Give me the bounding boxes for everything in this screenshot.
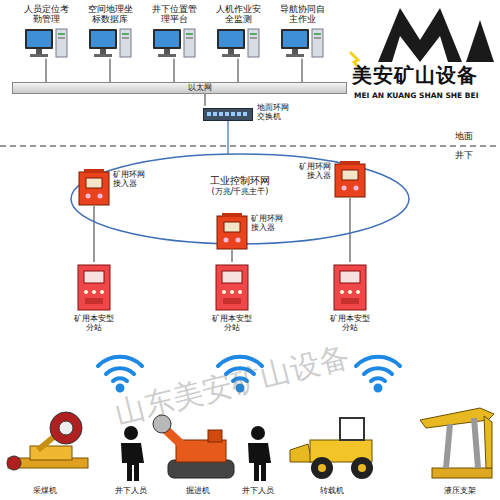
computer-icon-art	[23, 27, 69, 59]
computer-icon-art	[279, 27, 325, 59]
access-node: 矿用环网接入器	[293, 160, 366, 198]
computer-icon-art	[87, 27, 133, 59]
switch-box-art	[203, 108, 253, 121]
connector	[45, 59, 46, 82]
node-text: 矿用本安型分站	[210, 314, 254, 332]
shearer	[7, 412, 88, 470]
pc-node: 人机作业安全监测	[210, 4, 266, 59]
computer-icon	[23, 27, 69, 59]
connector	[109, 59, 110, 82]
access-device-art	[334, 160, 366, 198]
station-node: 矿用本安型分站	[326, 262, 374, 332]
access-node: 矿用环网接入器	[216, 212, 289, 250]
station-node: 矿用本安型分站	[208, 262, 256, 332]
logo-mark	[378, 8, 462, 62]
text-label: 井下人员	[115, 486, 147, 495]
substation	[333, 262, 367, 312]
node-text: 人员定位考勤管理	[21, 4, 71, 25]
connector	[227, 119, 228, 154]
worker-figure	[248, 426, 271, 481]
connector	[204, 94, 205, 106]
node-text: 人机作业安全监测	[213, 4, 263, 25]
pc-node: 井下位置管理平台	[146, 4, 202, 59]
connector	[301, 59, 302, 82]
watermark: 山东美安矿山设备	[111, 339, 352, 431]
pc-node: 人员定位考勤管理	[18, 4, 74, 59]
text-label: 液压支架	[444, 486, 476, 495]
computer-icon-art	[151, 27, 197, 59]
node-text: 地面环网交换机	[257, 103, 293, 121]
node-text: 以太网	[53, 83, 346, 93]
logo-text: 美安矿山设备	[352, 64, 478, 87]
pc-node: 空间地理坐标数据库	[82, 4, 138, 59]
substation-art	[215, 262, 249, 312]
substation	[215, 262, 249, 312]
connector	[237, 59, 238, 82]
access-device	[216, 212, 248, 250]
connector	[231, 250, 232, 262]
worker-figure	[121, 426, 144, 481]
access-device-art	[78, 168, 110, 206]
loader	[290, 418, 373, 479]
connector	[93, 206, 94, 262]
connector	[173, 59, 174, 82]
hydraulic-support	[420, 408, 494, 478]
node-text: 空间地理坐标数据库	[85, 4, 135, 25]
computer-icon	[151, 27, 197, 59]
text-label: 采煤机	[33, 486, 57, 495]
node-text: 矿用环网接入器	[113, 170, 151, 188]
substation	[77, 262, 111, 312]
access-device-art	[216, 212, 248, 250]
switch-box	[203, 106, 253, 119]
switch-node: 地面环网交换机	[203, 103, 293, 121]
computer-icon-art	[215, 27, 261, 59]
connector	[349, 198, 350, 262]
computer-icon	[215, 27, 261, 59]
computer-icon	[87, 27, 133, 59]
logo-mark	[466, 20, 494, 62]
text-label: 井下	[455, 150, 473, 160]
node-text: 矿用本安型分站	[328, 314, 372, 332]
access-device	[334, 160, 366, 198]
substation-art	[333, 262, 367, 312]
computer-icon	[279, 27, 325, 59]
text-label: 掘进机	[186, 486, 210, 495]
text-label: 转载机	[320, 486, 344, 495]
text-label: 地面	[455, 131, 473, 141]
logo-text: MEI AN KUANG SHAN SHE BEI	[354, 92, 478, 101]
divider-line	[0, 145, 500, 146]
access-device	[78, 168, 110, 206]
station-node: 矿用本安型分站	[70, 262, 118, 332]
bar-node: 以太网	[12, 82, 347, 94]
substation-art	[77, 262, 111, 312]
node-text: 导航协同自主作业	[277, 4, 327, 25]
node-text: 矿用环网接入器	[251, 214, 289, 232]
text-label: 井下人员	[242, 486, 274, 495]
access-node: 矿用环网接入器	[78, 168, 151, 206]
roadheader	[153, 415, 234, 478]
node-text: 矿用环网接入器	[293, 162, 331, 180]
node-text: 矿用本安型分站	[72, 314, 116, 332]
node-text: 井下位置管理平台	[149, 4, 199, 25]
pc-node: 导航协同自主作业	[274, 4, 330, 59]
